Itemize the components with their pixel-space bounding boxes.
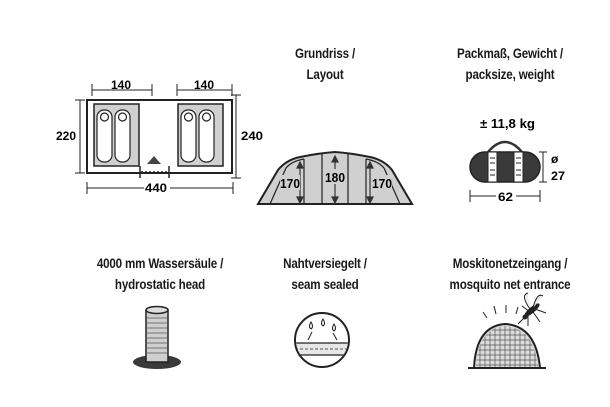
feature-seam-line2: seam sealed [291,277,359,292]
feature-seam-title: Nahtversiegelt / seam sealed [261,253,390,295]
feature-seam-line1: Nahtversiegelt / [283,256,367,271]
height-left: 170 [280,177,300,191]
packsize-title: Packmaß, Gewicht / packsize, weight [441,43,579,85]
packsize-title-line2: packsize, weight [465,67,555,82]
seam-sealed-icon [294,312,350,368]
dim-width-left: 140 [111,78,131,92]
dim-depth-cabin: 220 [56,129,76,143]
dim-width-right: 140 [194,78,214,92]
feature-mosquito-line1: Moskitonetzeingang / [452,256,568,271]
feature-hydrostatic-line1: 4000 mm Wassersäule / [96,256,224,271]
diameter-symbol: ø [551,152,559,166]
height-right: 170 [372,177,392,191]
dim-length-total: 440 [145,181,167,195]
packed-bag-icon [469,140,541,183]
diameter-value: 27 [551,169,565,183]
dim-depth-total: 240 [241,129,263,143]
feature-hydrostatic-title: 4000 mm Wassersäule / hydrostatic head [83,253,238,295]
mosquito-net-tent-icon [468,292,547,369]
packsize-title-line1: Packmaß, Gewicht / [457,46,563,61]
feature-mosquito-line2: mosquito net entrance [449,277,571,292]
layout-title-line2: Layout [306,67,344,82]
weight-value: ± 11,8 kg [480,116,535,131]
sleeping-bag-icon [96,109,215,163]
length-value: 62 [498,190,513,204]
feature-hydrostatic-line2: hydrostatic head [114,277,206,292]
water-column-icon [133,305,181,369]
layout-title: Grundriss / Layout [261,43,390,85]
layout-title-line1: Grundriss / [294,46,356,61]
entrance-marker [139,166,170,178]
mosquito-icon [517,292,547,326]
feature-mosquito-title: Moskitonetzeingang / mosquito net entran… [433,253,588,295]
height-center: 180 [325,171,345,185]
